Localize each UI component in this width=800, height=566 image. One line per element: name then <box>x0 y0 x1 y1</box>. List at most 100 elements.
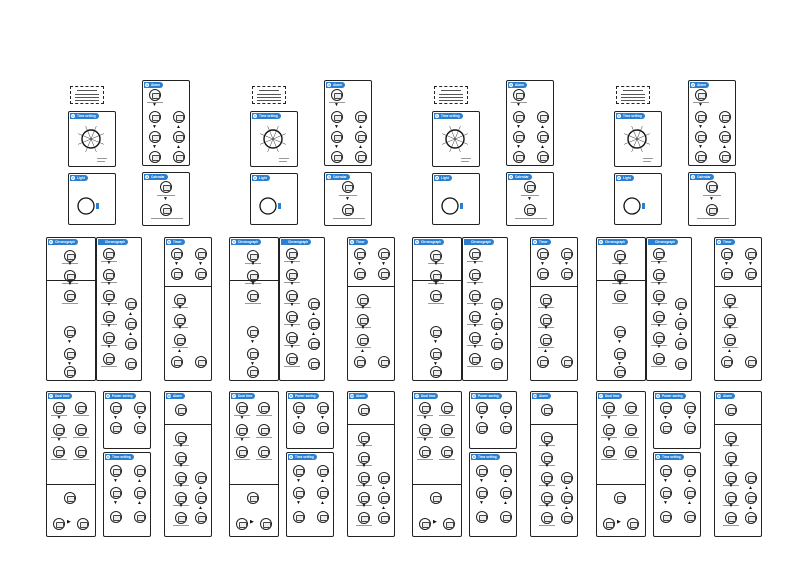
arrow-up-icon: ▲ <box>311 331 316 337</box>
callout-line <box>90 138 105 145</box>
caption-line-icon <box>329 102 345 103</box>
callout-line <box>623 138 638 145</box>
watch-display-icon <box>695 89 707 101</box>
watch-display-icon <box>660 511 672 523</box>
arrow-down-icon: ▼ <box>106 281 112 287</box>
caption-line-icon <box>157 195 175 196</box>
watch-display-icon <box>419 518 431 530</box>
caption-line-icon <box>147 102 163 103</box>
arrow-down-icon: ▼ <box>177 305 183 311</box>
panel-tab-label: Timer <box>539 240 548 244</box>
watch-display-icon <box>331 151 343 163</box>
arrow-up-icon: ▲ <box>503 478 508 484</box>
watch-display-icon <box>660 402 672 414</box>
panel-tab-label: Power saving <box>478 394 499 398</box>
panel-tab-label: Time setting <box>259 114 278 118</box>
watch-display-icon <box>695 111 707 123</box>
panel-tab-label: Chronograph <box>105 240 126 244</box>
arrow-up-icon: ▲ <box>494 311 499 317</box>
watch-display-icon <box>721 248 733 260</box>
watch-display-icon <box>134 402 146 414</box>
caption-line-icon <box>356 485 372 486</box>
caption-line-icon <box>97 161 105 162</box>
caption-line-icon <box>73 437 89 438</box>
watch-display-icon <box>247 326 259 338</box>
panel-tab-label: Chronograph <box>421 240 442 244</box>
arrow-down-icon: ▼ <box>433 281 439 287</box>
notice-text-line <box>623 90 643 92</box>
watch-display-icon <box>258 424 270 436</box>
watch-display-icon <box>500 402 512 414</box>
watch-display-icon <box>441 424 453 436</box>
arrow-down-icon: ▼ <box>67 281 73 287</box>
watch-display-icon <box>357 314 369 326</box>
callout-line <box>636 125 643 140</box>
caption-line-icon <box>151 218 183 219</box>
arrow-down-icon: ▼ <box>113 500 118 506</box>
section-divider <box>597 484 645 485</box>
watch-display-icon <box>247 492 259 504</box>
callout-line <box>272 138 279 153</box>
arrow-down-icon: ▼ <box>67 339 72 345</box>
caption-line-icon <box>339 195 357 196</box>
watch-dial-diagram <box>259 125 287 153</box>
watch-display-icon <box>125 338 137 350</box>
arrow-down-icon: ▼ <box>472 302 478 308</box>
watch-display-icon <box>469 248 481 260</box>
step-number-badge: 7 <box>49 394 53 398</box>
watch-display-icon <box>603 518 615 530</box>
panel-tab-label: Timer <box>173 240 182 244</box>
caption-line-icon <box>245 303 261 304</box>
watch-display-icon <box>175 512 187 524</box>
callout-line <box>623 133 638 140</box>
watch-display-icon <box>378 268 390 280</box>
arrow-down-icon: ▼ <box>687 415 692 421</box>
panel-tab-label: Time setting <box>77 114 96 118</box>
watch-display-icon <box>342 181 354 193</box>
arrow-down-icon: ▼ <box>239 415 245 421</box>
light-button-diagram <box>623 197 645 215</box>
watch-display-icon <box>491 318 503 330</box>
watch-display-icon <box>725 432 737 444</box>
watch-display-icon <box>476 511 488 523</box>
caption-line-icon <box>356 505 372 506</box>
section-divider <box>531 424 577 425</box>
arrow-down-icon: ▼ <box>250 339 255 345</box>
panel-tab: Chronograph <box>648 239 679 245</box>
watch-display-icon <box>293 465 305 477</box>
caption-line-icon <box>284 282 300 283</box>
watch-display-icon <box>378 472 390 484</box>
watch-display-icon <box>561 492 573 504</box>
arrow-down-icon: ▼ <box>163 196 168 202</box>
watch-display-icon <box>171 268 183 280</box>
watch-display-icon <box>430 366 442 378</box>
notice-box <box>70 86 104 104</box>
callout-line <box>636 138 651 145</box>
arrow-down-icon: ▼ <box>239 437 245 443</box>
arrow-down-icon: ▼ <box>656 281 662 287</box>
watch-display-icon <box>625 424 637 436</box>
caption-line-icon <box>245 263 261 264</box>
watch-display-icon <box>561 356 573 368</box>
caption-line-icon <box>467 345 483 346</box>
callout-line <box>636 138 643 153</box>
arrow-down-icon: ▼ <box>472 323 478 329</box>
watch-display-icon <box>627 518 639 530</box>
watch-display-icon <box>540 334 552 346</box>
caption-line-icon <box>651 345 667 346</box>
panel-tab-label: Timer <box>723 240 732 244</box>
panel-tab-label: Time setting <box>623 114 642 118</box>
watch-display-icon <box>293 487 305 499</box>
watch-display-icon <box>725 492 737 504</box>
